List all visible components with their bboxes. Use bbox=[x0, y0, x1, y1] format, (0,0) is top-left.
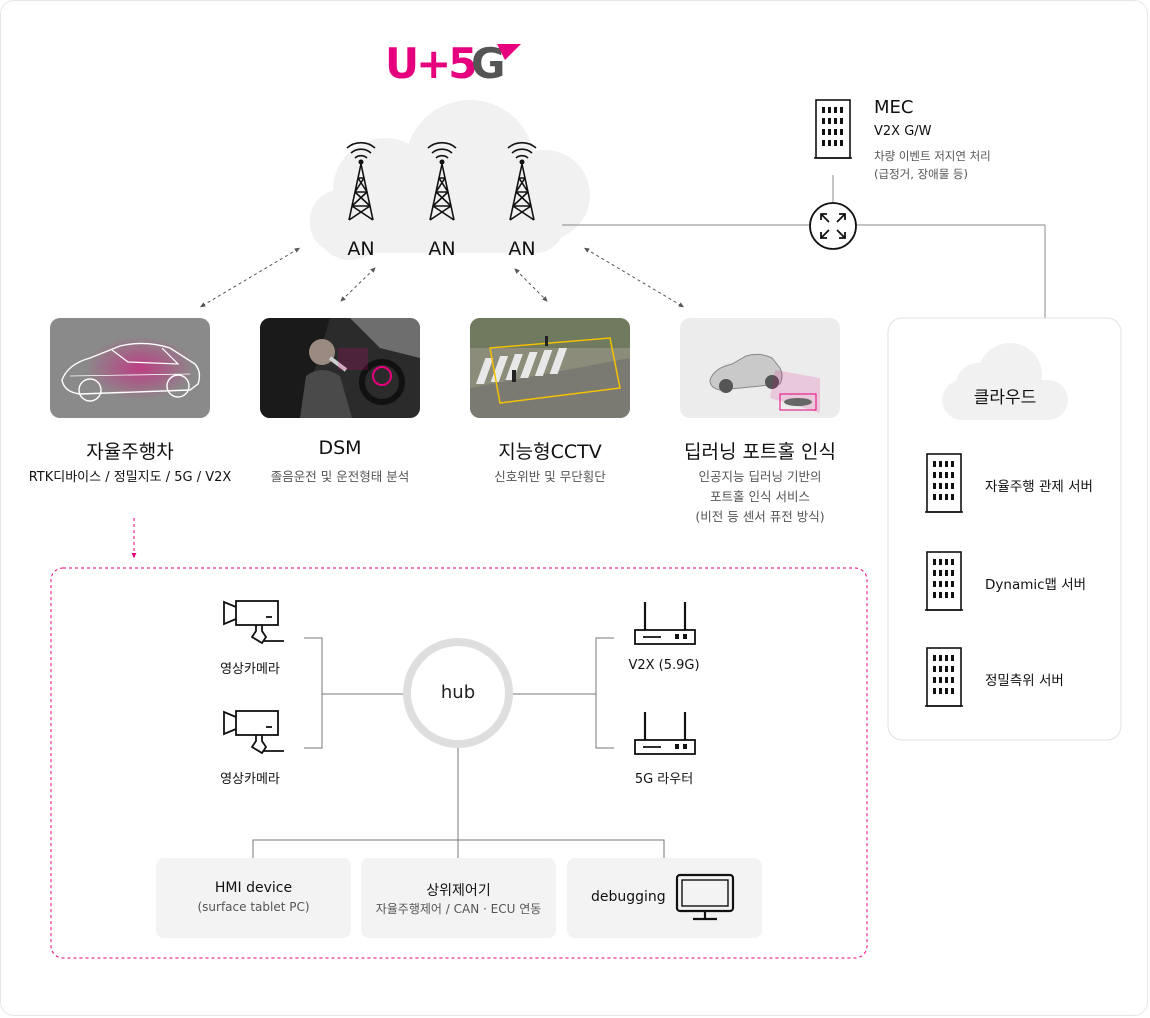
card-sub-cctv: 신호위반 및 무단횡단 bbox=[494, 469, 606, 484]
camera-icon bbox=[223, 710, 285, 754]
mec-server-icon bbox=[813, 99, 853, 159]
hmi-device-title: HMI device bbox=[214, 880, 293, 896]
card-title-autonomous-car: 자율주행차 bbox=[86, 441, 174, 463]
card-sub-pothole: 인공지능 딥러닝 기반의 포트홀 인식 서비스 (비전 등 센서 퓨전 방식) bbox=[660, 467, 860, 527]
hub-ring bbox=[403, 638, 513, 748]
pothole-image bbox=[680, 318, 840, 418]
card-sub-dsm: 졸음운전 및 운전형태 분석 bbox=[270, 469, 410, 484]
cloud-panel bbox=[887, 317, 1122, 741]
card-title-dsm: DSM bbox=[318, 437, 362, 459]
camera-label: 영상카메라 bbox=[220, 662, 280, 677]
access-node-label: AN bbox=[428, 238, 456, 260]
cloud-title: 클라우드 bbox=[973, 388, 1037, 408]
upper-controller-box bbox=[361, 858, 556, 938]
server-label: Dynamic맵 서버 bbox=[985, 577, 1087, 593]
u-plus-5g-logo: U+5 G bbox=[385, 38, 525, 88]
network-cloud bbox=[310, 100, 590, 260]
debugging-title: debugging bbox=[591, 889, 666, 905]
svg-text:U+5: U+5 bbox=[385, 39, 475, 84]
server-label: 정밀측위 서버 bbox=[985, 673, 1064, 689]
router-icon bbox=[633, 600, 697, 646]
dsm-image bbox=[260, 318, 420, 418]
card-title-cctv: 지능형CCTV bbox=[498, 441, 602, 463]
logo-graphic: U+5 G bbox=[385, 39, 521, 88]
router-label: V2X (5.9G) bbox=[628, 658, 700, 673]
hmi-device-box bbox=[156, 858, 351, 938]
camera-label: 영상카메라 bbox=[220, 772, 280, 787]
driver-illustration bbox=[260, 318, 420, 418]
vehicle-system-container bbox=[50, 567, 868, 959]
autonomous-car-image bbox=[50, 318, 210, 418]
mec-desc-line: (급정거, 장애물 등) bbox=[874, 167, 968, 181]
card-sub-line: (비전 등 센서 퓨전 방식) bbox=[695, 509, 825, 524]
card-title-pothole: 딥러닝 포트홀 인식 bbox=[684, 441, 836, 463]
cctv-image bbox=[470, 318, 630, 418]
pothole-illustration bbox=[680, 318, 840, 418]
mec-description: 차량 이벤트 저지연 처리 (급정거, 장애물 등) bbox=[874, 147, 991, 183]
mec-desc-line: 차량 이벤트 저지연 처리 bbox=[874, 149, 991, 163]
hub-label: hub bbox=[440, 682, 476, 703]
card-sub-line: 포트홀 인식 서비스 bbox=[710, 489, 810, 504]
access-node-label: AN bbox=[347, 238, 375, 260]
camera-icon bbox=[223, 600, 285, 644]
monitor-icon bbox=[675, 873, 735, 921]
hmi-device-sub: (surface tablet PC) bbox=[197, 900, 310, 914]
cloud-shape bbox=[942, 343, 1068, 420]
card-sub-autonomous-car: RTK디바이스 / 정밀지도 / 5G / V2X bbox=[28, 470, 232, 485]
mec-subtitle: V2X G/W bbox=[874, 124, 932, 139]
crosswalk-illustration bbox=[470, 318, 630, 418]
router-icon bbox=[633, 710, 697, 756]
card-sub-line: 인공지능 딥러닝 기반의 bbox=[698, 469, 822, 484]
mec-title: MEC bbox=[874, 97, 914, 118]
server-label: 자율주행 관제 서버 bbox=[985, 479, 1093, 495]
router-label: 5G 라우터 bbox=[634, 772, 694, 787]
switch-icon bbox=[809, 202, 857, 250]
upper-controller-title: 상위제어기 bbox=[426, 883, 491, 899]
upper-controller-sub: 자율주행제어 / CAN · ECU 연동 bbox=[375, 902, 542, 916]
access-node-label: AN bbox=[508, 238, 536, 260]
car-illustration bbox=[50, 318, 210, 418]
